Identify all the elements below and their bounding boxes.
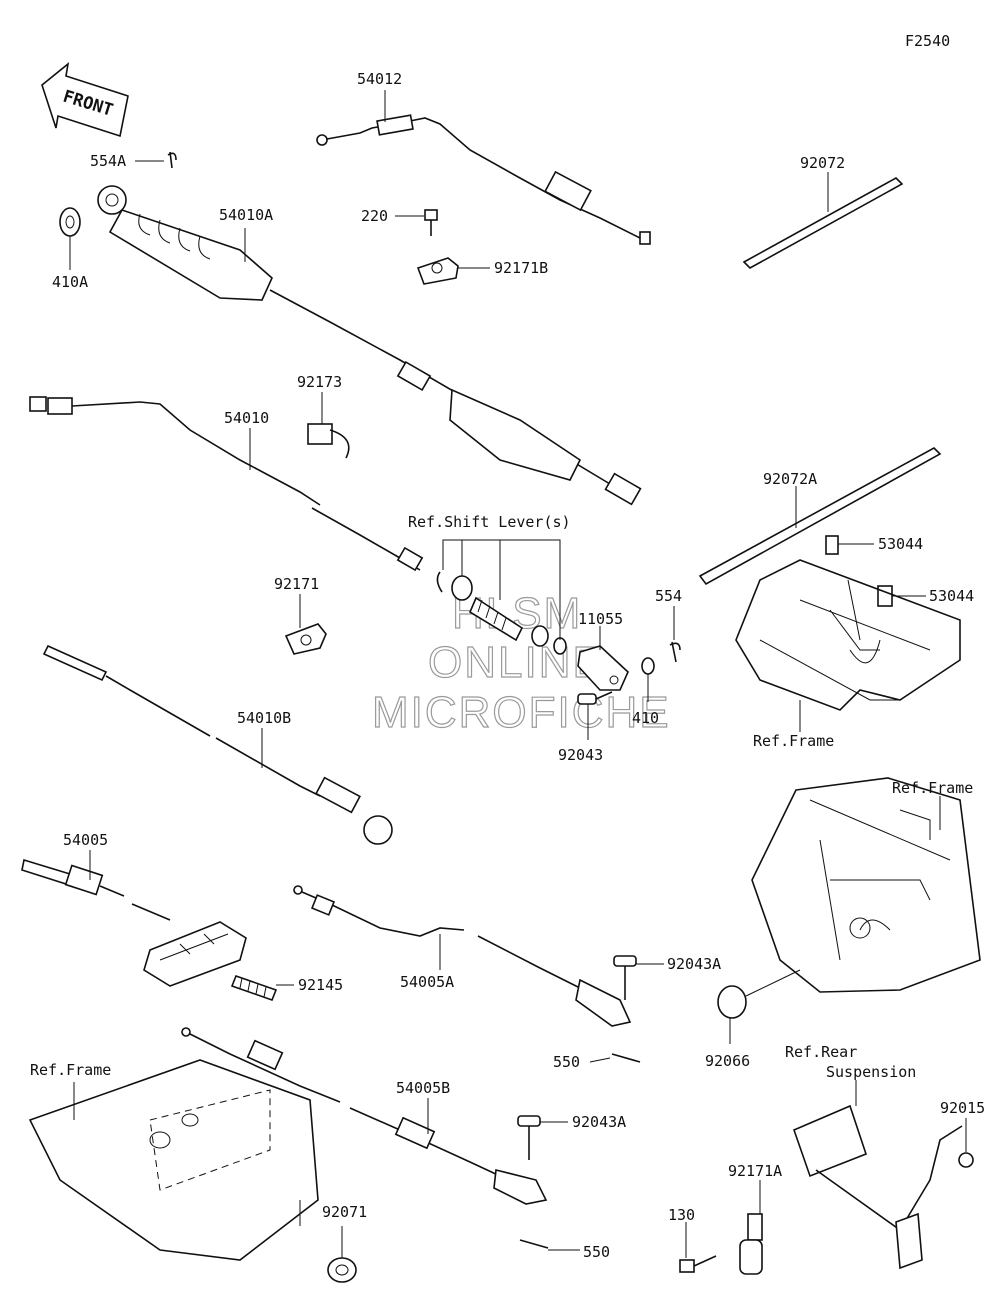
nut-92015 [958, 1118, 974, 1168]
callout-92171B: 92171B [494, 259, 548, 277]
front-arrow-icon: FRONT [41, 62, 129, 138]
callout-554: 554 [655, 587, 682, 605]
grommet-92071 [327, 1226, 357, 1283]
callout-ref-frame-3: Ref.Frame [30, 1061, 111, 1079]
callout-54010: 54010 [224, 409, 269, 427]
pin-92043A-upper [613, 955, 664, 1000]
clamp-92171 [284, 594, 327, 655]
cable-54010B [42, 644, 393, 845]
frame-section-1 [735, 559, 961, 732]
callout-92072A: 92072A [763, 470, 817, 488]
cable-54010A [97, 185, 642, 506]
callout-92043A-2: 92043A [572, 1113, 626, 1131]
callout-550-a: 550 [553, 1053, 580, 1071]
callout-54010A: 54010A [219, 206, 273, 224]
callout-410: 410 [632, 709, 659, 727]
callout-54005A: 54005A [400, 973, 454, 991]
callout-92043: 92043 [558, 746, 603, 764]
callout-130: 130 [668, 1206, 695, 1224]
callout-92145: 92145 [298, 976, 343, 994]
cotter-550-upper [589, 1053, 641, 1063]
washer-410A [59, 207, 81, 270]
watermark: HLSM ONLINE MICROFICHE [371, 588, 671, 737]
callout-54005B: 54005B [396, 1079, 450, 1097]
frame-section-3 [28, 1059, 319, 1261]
callout-220: 220 [361, 207, 388, 225]
callout-92171: 92171 [274, 575, 319, 593]
diagram-id: F2540 [905, 32, 950, 50]
bolt-130 [679, 1222, 717, 1273]
cotter-550-lower [519, 1239, 580, 1251]
callout-ref-frame-2: Ref.Frame [892, 779, 973, 797]
callout-92043A-1: 92043A [667, 955, 721, 973]
cable-54005A [293, 885, 632, 1027]
cable-54005B [181, 1027, 548, 1205]
watermark-line-2: ONLINE [428, 638, 604, 687]
callout-92072: 92072 [800, 154, 845, 172]
clamp-92171B [416, 257, 490, 285]
callout-54010B: 54010B [237, 709, 291, 727]
callout-ref-rear-line-2: Suspension [826, 1063, 916, 1081]
callout-53044-b: 53044 [929, 587, 974, 605]
frame-section-2 [751, 777, 981, 993]
pin-92043 [577, 691, 613, 740]
callout-554A: 554A [90, 152, 126, 170]
callout-ref-rear-line-1: Ref.Rear [785, 1043, 857, 1061]
cable-54012 [316, 90, 651, 245]
callout-92171A: 92171A [728, 1162, 782, 1180]
cable-54005 [21, 850, 247, 987]
callout-92015: 92015 [940, 1099, 985, 1117]
plug-92066 [717, 969, 801, 1044]
callout-53044-a: 53044 [878, 535, 923, 553]
washer-410 [641, 657, 655, 702]
clip-92173 [307, 392, 350, 459]
pin-554A [135, 151, 177, 169]
spring-92145 [230, 974, 294, 1002]
tie-92072A [698, 447, 942, 586]
bracket-11055 [577, 626, 629, 691]
callout-92066: 92066 [705, 1052, 750, 1070]
pin-554 [669, 606, 681, 663]
watermark-line-3: MICROFICHE [372, 688, 671, 737]
cable-54010 [29, 396, 424, 572]
clamp-92171A [739, 1180, 763, 1275]
callout-ref-frame-1: Ref.Frame [753, 732, 834, 750]
callout-92173: 92173 [297, 373, 342, 391]
callout-ref-shift-levers: Ref.Shift Lever(s) [408, 513, 571, 531]
shift-lever-parts [436, 539, 567, 655]
callout-92071: 92071 [322, 1203, 367, 1221]
callout-54012: 54012 [357, 70, 402, 88]
tie-92072 [742, 172, 904, 269]
bolt-220 [395, 209, 438, 236]
pin-92043A-lower [517, 1115, 568, 1160]
callout-550-b: 550 [583, 1243, 610, 1261]
callout-11055: 11055 [578, 610, 623, 628]
callout-54005: 54005 [63, 831, 108, 849]
callout-410A: 410A [52, 273, 88, 291]
